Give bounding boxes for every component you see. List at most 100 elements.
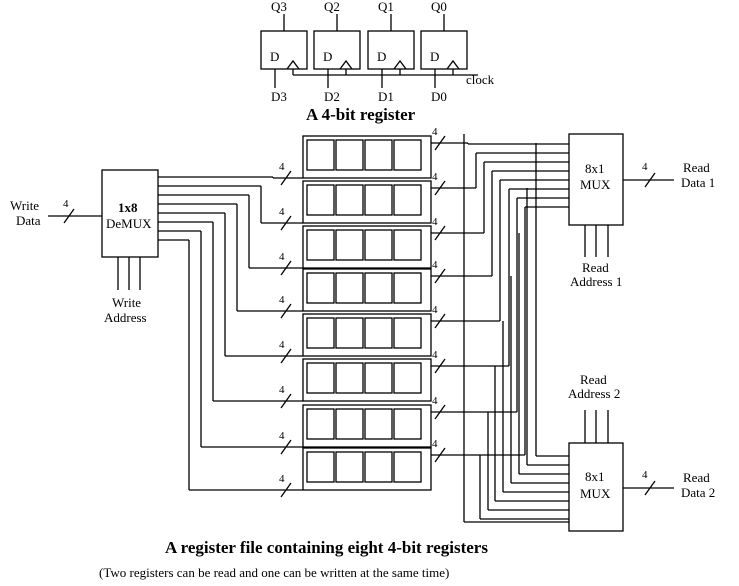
read-bus-width-3: 4 <box>432 259 438 271</box>
register-4-bit-1 <box>364 317 393 349</box>
demux-bus-width-2: 4 <box>279 251 285 263</box>
diagram-caption-title: A register file containing eight 4-bit r… <box>165 538 488 557</box>
register-2-bit-0 <box>393 229 422 261</box>
demux-label-2: DeMUX <box>106 216 152 231</box>
demux-bus-width-3: 4 <box>279 294 285 306</box>
diagram-caption-subtitle: (Two registers can be read and one can b… <box>99 565 449 580</box>
q1-label: Q1 <box>378 0 394 14</box>
d1-label: D1 <box>378 89 394 104</box>
demux-label-1: 1x8 <box>118 200 138 215</box>
flip-flop-2 <box>313 30 361 70</box>
read-bus-width-1: 4 <box>432 171 438 183</box>
register-4-bit-2 <box>335 317 364 349</box>
register-2-bit-3 <box>306 229 335 261</box>
demux-bus-width-5: 4 <box>279 384 285 396</box>
read-bus-width-4: 4 <box>432 304 438 316</box>
mux1-out-width: 4 <box>642 161 648 173</box>
write-section: Write Data 4 1x8 DeMUX Write Address <box>10 169 159 325</box>
register-4-bit-0 <box>393 317 422 349</box>
read-bus-width-7: 4 <box>432 438 438 450</box>
write-data-label-2: Data <box>16 213 41 228</box>
register-5-bit-2 <box>335 362 364 394</box>
register-2-bit-1 <box>364 229 393 261</box>
register-2-bit-2 <box>335 229 364 261</box>
read-bus-width-0: 4 <box>432 126 438 138</box>
register-5-bit-3 <box>306 362 335 394</box>
flip-flop-1 <box>367 30 415 70</box>
mux2-label-2: MUX <box>580 486 611 501</box>
mux-2: Read Address 2 8x1 MUX 4 Read Data 2 <box>568 372 715 532</box>
ff1-d-label: D <box>377 49 386 64</box>
demux-bus-width-7: 4 <box>279 473 285 485</box>
read-bus-width-2: 4 <box>432 216 438 228</box>
write-address-label-1: Write <box>112 295 141 310</box>
ff3-d-label: D <box>270 49 279 64</box>
register-3-bit-0 <box>393 272 422 304</box>
four-bit-register: D D D D clock Q3 Q2 Q1 Q0 D3 D2 D1 D0 <box>260 0 495 124</box>
ff0-clock-triangle <box>446 59 460 70</box>
register-file: 4 4 4 4 4 4 4 4 4 4 4 4 4 4 4 4 <box>158 126 569 523</box>
mux2-box <box>568 442 624 532</box>
read-data-1-label-2: Data 1 <box>681 175 715 190</box>
register-4-bit-3 <box>306 317 335 349</box>
mux2-label-1: 8x1 <box>585 469 605 484</box>
d0-label: D0 <box>431 89 447 104</box>
register-1-bit-0 <box>393 184 422 216</box>
flip-flop-0 <box>420 30 468 70</box>
register-6-bit-2 <box>335 408 364 440</box>
read-address-1-label-2: Address 1 <box>570 274 622 289</box>
read-address-2-label-2: Address 2 <box>568 386 620 401</box>
register-1-bit-1 <box>364 184 393 216</box>
read-bus-width-6: 4 <box>432 395 438 407</box>
register-3-bit-2 <box>335 272 364 304</box>
register-7-bit-2 <box>335 451 364 483</box>
d3-label: D3 <box>271 89 287 104</box>
d2-label: D2 <box>324 89 340 104</box>
clock-label: clock <box>466 72 495 87</box>
mux2-out-width: 4 <box>642 469 648 481</box>
demux-bus-width-6: 4 <box>279 430 285 442</box>
write-data-width: 4 <box>63 198 69 210</box>
register-1-bit-2 <box>335 184 364 216</box>
read-address-2-label-1: Read <box>580 372 607 387</box>
mux-1: 8x1 MUX 4 Read Data 1 Read Address 1 <box>568 133 715 289</box>
demux-bus-width-1: 4 <box>279 206 285 218</box>
mux1-label-2: MUX <box>580 177 611 192</box>
ff3-clock-triangle <box>286 59 300 70</box>
ff2-d-label: D <box>323 49 332 64</box>
register-7-bit-0 <box>393 451 422 483</box>
read-data-1-label-1: Read <box>683 160 710 175</box>
register-0-bit-0 <box>393 139 422 171</box>
ff2-clock-triangle <box>339 59 353 70</box>
q0-label: Q0 <box>431 0 447 14</box>
ff0-d-label: D <box>430 49 439 64</box>
register-3-bit-1 <box>364 272 393 304</box>
register-6-bit-3 <box>306 408 335 440</box>
register-title: A 4-bit register <box>306 105 416 124</box>
read-bus-width-5: 4 <box>432 349 438 361</box>
write-data-label-1: Write <box>10 198 39 213</box>
read-data-2-label-2: Data 2 <box>681 485 715 500</box>
demux-bus-width-4: 4 <box>279 339 285 351</box>
register-6-bit-1 <box>364 408 393 440</box>
ff1-clock-triangle <box>393 59 407 70</box>
register-6-bit-0 <box>393 408 422 440</box>
q3-label: Q3 <box>271 0 287 14</box>
q2-label: Q2 <box>324 0 340 14</box>
flip-flop-3 <box>260 30 308 70</box>
read-data-2-label-1: Read <box>683 470 710 485</box>
demux-box <box>101 169 159 258</box>
register-0-bit-2 <box>335 139 364 171</box>
register-1-bit-3 <box>306 184 335 216</box>
register-5-bit-1 <box>364 362 393 394</box>
register-7-bit-1 <box>364 451 393 483</box>
register-0-bit-3 <box>306 139 335 171</box>
read-address-1-label-1: Read <box>582 260 609 275</box>
demux-bus-width-0: 4 <box>279 161 285 173</box>
register-3-bit-3 <box>306 272 335 304</box>
register-7-bit-3 <box>306 451 335 483</box>
mux1-label-1: 8x1 <box>585 161 605 176</box>
write-address-label-2: Address <box>104 310 147 325</box>
register-5-bit-0 <box>393 362 422 394</box>
